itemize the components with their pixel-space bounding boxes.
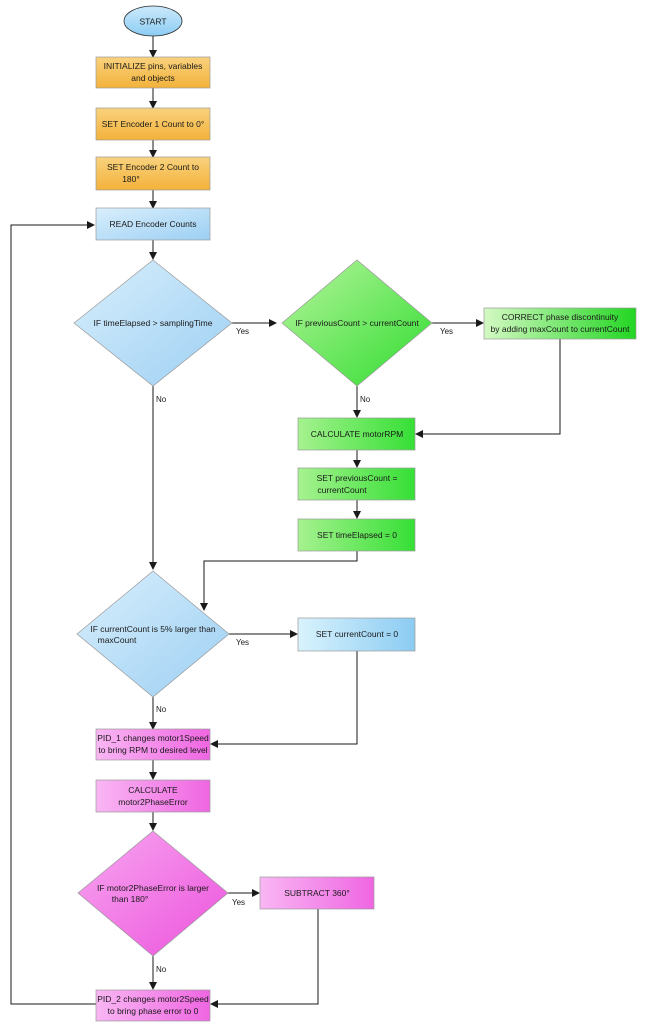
set-time-label: SET timeElapsed = 0 [317, 530, 397, 540]
calc-phase-label-line1: CALCULATE [128, 785, 178, 795]
edges [10, 36, 561, 1008]
edge-subtract-pid2 [210, 909, 319, 1008]
label-yes-count: Yes [236, 638, 249, 647]
set-prev-node: SET previousCount = currentCount [297, 467, 416, 501]
label-yes-prev: Yes [440, 327, 453, 336]
edge-settime-deccount [200, 551, 358, 611]
pid1-node: PID_1 changes motor1Speed to bring RPM t… [95, 728, 211, 761]
set-enc1-node: SET Encoder 1 Count to 0° [95, 107, 211, 141]
edge-correct-calcrpm [415, 339, 561, 438]
label-no-phase: No [156, 965, 167, 974]
label-no-count: No [156, 705, 167, 714]
pid2-node: PID_2 changes motor2Speed to bring phase… [95, 989, 211, 1022]
set-enc2-label-line1: SET Encoder 2 Count to [107, 162, 199, 172]
set-count-node: SET currentCount = 0 [297, 617, 416, 652]
pid1-label-line1: PID_1 changes motor1Speed [97, 733, 209, 743]
decision-time: IF timeElapsed > samplingTime [73, 259, 233, 387]
pid2-label-line1: PID_2 changes motor2Speed [97, 994, 209, 1004]
subtract-node: SUBTRACT 360° [259, 876, 375, 910]
pid2-label-line2: to bring phase error to 0 [108, 1006, 199, 1016]
init-node: INITIALIZE pins, variables and objects [95, 56, 211, 89]
decision-prev: IF previousCount > currentCount [281, 259, 433, 387]
decision-prev-label: IF previousCount > currentCount [295, 318, 419, 328]
subtract-label: SUBTRACT 360° [284, 888, 350, 898]
decision-time-label: IF timeElapsed > samplingTime [94, 318, 213, 328]
set-enc2-label-line2: 180° [122, 174, 140, 184]
label-no-time: No [156, 395, 167, 404]
init-label-line2: and objects [131, 73, 174, 83]
edge-setcount-pid1 [210, 651, 358, 748]
set-enc1-label: SET Encoder 1 Count to 0° [102, 119, 204, 129]
decision-count-label-line2: maxCount [98, 635, 137, 645]
set-enc2-node: SET Encoder 2 Count to 180° [95, 156, 211, 191]
set-count-label: SET currentCount = 0 [316, 629, 399, 639]
start-node: START [123, 5, 183, 37]
start-label: START [139, 17, 166, 27]
set-time-node: SET timeElapsed = 0 [297, 518, 416, 552]
decision-phase-label-line1: IF motor2PhaseError is larger [97, 883, 209, 893]
correct-label-line1: CORRECT phase discontinuity [502, 312, 619, 322]
decision-phase-label-line2: than 180° [112, 894, 149, 904]
edge-pid2-loop-read [10, 221, 96, 1005]
init-label-line1: INITIALIZE pins, variables [104, 61, 203, 71]
pid1-label-line2: to bring RPM to desired level [98, 745, 207, 755]
calc-phase-label-line2: motor2PhaseError [118, 797, 188, 807]
set-prev-label-line1: SET previousCount = [317, 473, 398, 483]
read-label: READ Encoder Counts [110, 219, 197, 229]
read-node: READ Encoder Counts [95, 207, 211, 241]
decision-phase: IF motor2PhaseError is larger than 180° [77, 830, 229, 957]
label-no-prev: No [360, 395, 371, 404]
edge-labels: Yes Yes No No Yes No Yes No [156, 327, 453, 974]
calc-rpm-label: CALCULATE motorRPM [311, 429, 403, 439]
calc-rpm-node: CALCULATE motorRPM [297, 417, 416, 451]
set-prev-label-line2: currentCount [317, 485, 367, 495]
label-yes-phase: Yes [232, 898, 245, 907]
label-yes-time: Yes [236, 327, 249, 336]
decision-count-label-line1: IF currentCount is 5% larger than [90, 624, 215, 634]
decision-count: IF currentCount is 5% larger than maxCou… [76, 570, 230, 698]
correct-label-line2: by adding maxCount to currentCount [491, 324, 631, 334]
calc-phase-node: CALCULATE motor2PhaseError [95, 779, 211, 813]
correct-node: CORRECT phase discontinuity by adding ma… [483, 307, 637, 340]
